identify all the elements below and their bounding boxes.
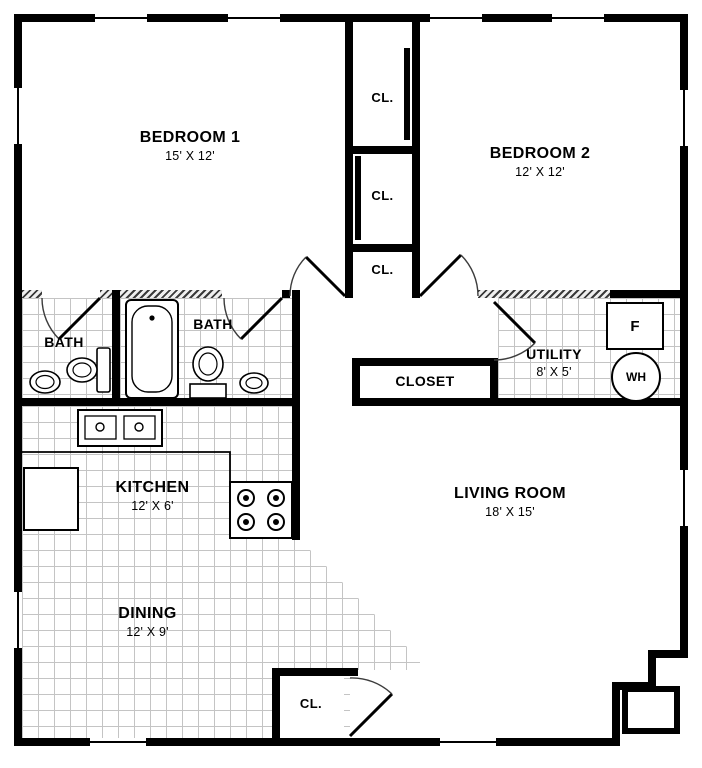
room-label-utility: UTILITY 8' X 5'	[498, 346, 610, 380]
furnace: F	[606, 302, 664, 350]
room-label-bath2: BATH	[178, 316, 248, 333]
bath2-tile-floor	[120, 298, 292, 398]
wall-exterior-left	[14, 14, 22, 746]
wall-living-closet-left	[352, 358, 360, 406]
water-heater-label: WH	[626, 370, 646, 384]
room-name: CLOSET	[395, 373, 455, 389]
wall-segment	[100, 290, 112, 298]
closet-door-slab	[404, 48, 410, 140]
window	[90, 738, 146, 746]
room-name: CL.	[371, 188, 394, 203]
room-dims: 15' X 12'	[165, 149, 215, 164]
room-dims: 12' X 6'	[131, 499, 174, 514]
room-name: LIVING ROOM	[454, 485, 566, 502]
window	[440, 738, 496, 746]
room-name: BATH	[44, 334, 84, 350]
room-name: CL.	[371, 262, 394, 277]
window	[680, 470, 688, 526]
door-bedroom2	[418, 253, 479, 298]
wall-entry-closet-left	[272, 668, 280, 746]
window	[680, 90, 688, 146]
wall-segment	[610, 290, 680, 298]
room-label-closet-entry: CL.	[280, 696, 342, 712]
room-label-closet-hall: CL.	[353, 262, 412, 278]
room-name: CL.	[299, 696, 323, 711]
room-label-living-closet: CLOSET	[360, 373, 490, 390]
wall-closet-divider1	[345, 146, 420, 154]
wall-bath-divider	[112, 290, 120, 398]
window	[95, 14, 147, 22]
wall-step-v2	[612, 682, 620, 746]
window	[228, 14, 280, 22]
room-label-kitchen: KITCHEN 12' X 6'	[90, 478, 215, 514]
wall-segment	[112, 290, 222, 298]
entry-closet-interior	[280, 676, 344, 738]
entry-closet-swing-area	[350, 670, 422, 738]
room-label-closet-mid: CL.	[353, 188, 412, 204]
room-name: DINING	[118, 605, 177, 622]
wall-segment	[282, 290, 290, 298]
room-name: BEDROOM 1	[139, 129, 241, 146]
room-label-bath1: BATH	[24, 334, 104, 351]
wall-exterior-bottom	[14, 738, 618, 746]
room-label-closet-top: CL.	[353, 90, 412, 106]
wall-step-v1	[648, 650, 656, 690]
wall-step-h1	[648, 650, 688, 658]
exterior-chase-box	[622, 686, 680, 734]
wall-segment	[22, 290, 42, 298]
room-label-dining: DINING 12' X 9'	[80, 604, 215, 640]
closet-door-slab	[355, 156, 361, 240]
wall-entry-closet-top	[272, 668, 358, 676]
room-label-living: LIVING ROOM 18' X 15'	[410, 484, 610, 520]
wall-closet-divider2	[345, 244, 420, 252]
room-name: KITCHEN	[115, 479, 190, 496]
room-dims: 8' X 5'	[536, 364, 572, 379]
room-dims: 18' X 15'	[485, 505, 535, 520]
window	[552, 14, 604, 22]
room-label-bedroom1: BEDROOM 1 15' X 12'	[90, 128, 290, 164]
room-label-bedroom2: BEDROOM 2 12' X 12'	[440, 144, 640, 180]
wall-exterior-top	[14, 14, 688, 22]
wall-closet-column-right	[412, 22, 420, 298]
room-dims: 12' X 9'	[126, 625, 169, 640]
window	[430, 14, 482, 22]
water-heater: WH	[611, 352, 661, 402]
wall-exterior-right	[680, 14, 688, 658]
room-name: UTILITY	[526, 346, 582, 362]
wall-segment	[478, 290, 610, 298]
wall-kitchen-living	[292, 290, 300, 540]
wall-bath-bottom	[22, 398, 300, 406]
window	[14, 592, 22, 648]
wall-living-closet-right	[490, 358, 498, 406]
furnace-label: F	[630, 317, 640, 335]
window	[14, 88, 22, 144]
wall-closet-utility-bottom	[352, 398, 688, 406]
room-name: BEDROOM 2	[489, 145, 591, 162]
room-name: CL.	[371, 90, 394, 105]
wall-closet-column-left	[345, 22, 353, 298]
room-dims: 12' X 12'	[515, 165, 565, 180]
wall-living-closet-top	[352, 358, 498, 366]
room-name: BATH	[193, 316, 233, 332]
